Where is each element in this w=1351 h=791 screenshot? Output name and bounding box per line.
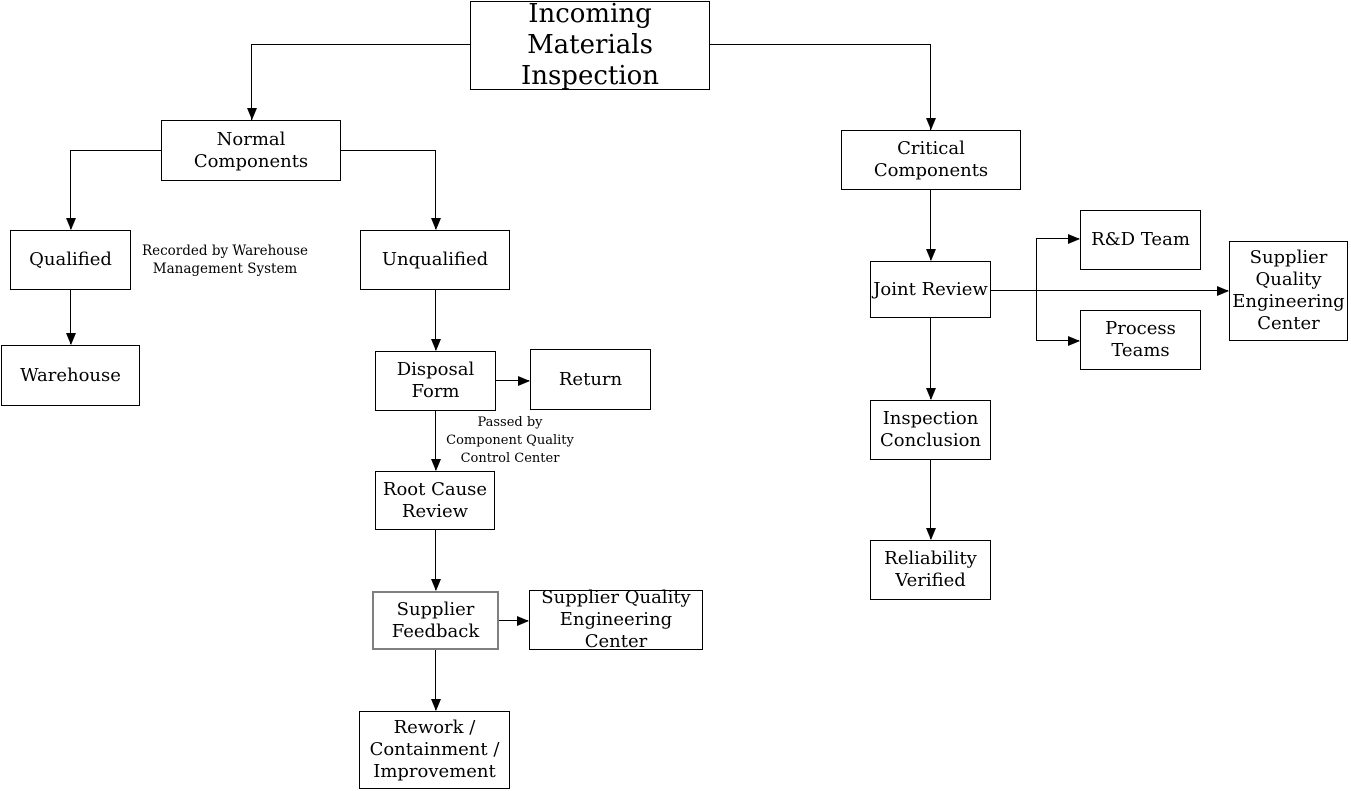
connector-normal-to-unqualified-h xyxy=(341,150,435,152)
node-supplier-quality-engineering-center-left: Supplier Quality Engineering Center xyxy=(529,587,703,652)
node-supplier-feedback: Supplier Feedback xyxy=(372,591,499,650)
node-normal-components: Normal Components xyxy=(161,120,341,181)
connector-feedback-to-sqec-left xyxy=(499,620,528,622)
arrowhead-into-sqec-left xyxy=(517,616,529,626)
node-reliability-verified: Reliability Verified xyxy=(870,540,991,600)
connector-normal-to-qualified-v xyxy=(70,150,72,229)
connector-qualified-to-warehouse xyxy=(70,290,72,344)
arrowhead-into-inspection-conclusion xyxy=(926,388,936,400)
node-return: Return xyxy=(530,349,651,410)
annotation-recorded-by-warehouse-management-system: Recorded by Warehouse Management System xyxy=(141,243,309,277)
annotation-passed-by-component-quality-control-center: Passed by Component Quality Control Cent… xyxy=(446,415,574,466)
connector-inspection-to-reliability xyxy=(930,460,932,539)
node-inspection-conclusion: Inspection Conclusion xyxy=(870,400,991,460)
node-qualified: Qualified xyxy=(10,230,131,290)
arrowhead-into-unqualified xyxy=(431,218,441,230)
connector-joint-to-sqec-right xyxy=(991,290,1228,292)
connector-joint-to-inspection xyxy=(930,318,932,399)
connector-branch-vertical xyxy=(1036,238,1038,341)
connector-title-to-normal-h xyxy=(251,44,470,46)
connector-branch-to-rd-team xyxy=(1036,238,1079,240)
node-critical-components: Critical Components xyxy=(841,130,1021,190)
connector-critical-to-joint xyxy=(930,190,932,260)
connector-title-to-critical-v xyxy=(930,44,932,130)
connector-normal-to-unqualified-v xyxy=(435,150,437,229)
connector-disposal-to-return xyxy=(496,380,529,382)
arrowhead-into-critical-components xyxy=(926,118,936,130)
connector-unqualified-to-disposal xyxy=(435,290,437,350)
arrowhead-into-joint-review xyxy=(926,249,936,261)
node-disposal-form: Disposal Form xyxy=(375,351,496,411)
node-rd-team: R&D Team xyxy=(1080,210,1201,270)
node-unqualified: Unqualified xyxy=(360,230,510,290)
node-root-cause-review: Root Cause Review xyxy=(375,471,495,530)
connector-title-to-critical-h xyxy=(710,44,930,46)
connector-title-to-normal-v xyxy=(251,44,253,120)
arrowhead-into-root-cause-review xyxy=(431,459,441,471)
connector-normal-to-qualified-h xyxy=(70,150,161,152)
connector-rootcause-to-feedback xyxy=(435,530,437,590)
arrowhead-into-rd-team xyxy=(1068,234,1080,244)
arrowhead-into-disposal-form xyxy=(431,339,441,351)
arrowhead-into-normal-components xyxy=(247,108,257,120)
node-supplier-quality-engineering-center-right: Supplier Quality Engineering Center xyxy=(1229,241,1348,341)
arrowhead-into-reliability-verified xyxy=(926,528,936,540)
node-process-teams: Process Teams xyxy=(1080,310,1201,370)
connector-disposal-to-rootcause xyxy=(435,411,437,470)
node-joint-review: Joint Review xyxy=(870,261,991,318)
arrowhead-into-qualified xyxy=(66,218,76,230)
arrowhead-into-sqec-right xyxy=(1217,286,1229,296)
arrowhead-into-return xyxy=(518,376,530,386)
arrowhead-into-rework xyxy=(431,699,441,711)
arrowhead-into-supplier-feedback xyxy=(431,579,441,591)
node-rework-containment-improvement: Rework / Containment / Improvement xyxy=(359,711,510,789)
connector-feedback-to-rework xyxy=(435,650,437,710)
node-warehouse: Warehouse xyxy=(1,345,140,406)
connector-branch-to-process-teams xyxy=(1036,340,1079,342)
node-incoming-materials-inspection: Incoming Materials Inspection xyxy=(470,0,710,91)
arrowhead-into-warehouse xyxy=(66,333,76,345)
arrowhead-into-process-teams xyxy=(1068,336,1080,346)
